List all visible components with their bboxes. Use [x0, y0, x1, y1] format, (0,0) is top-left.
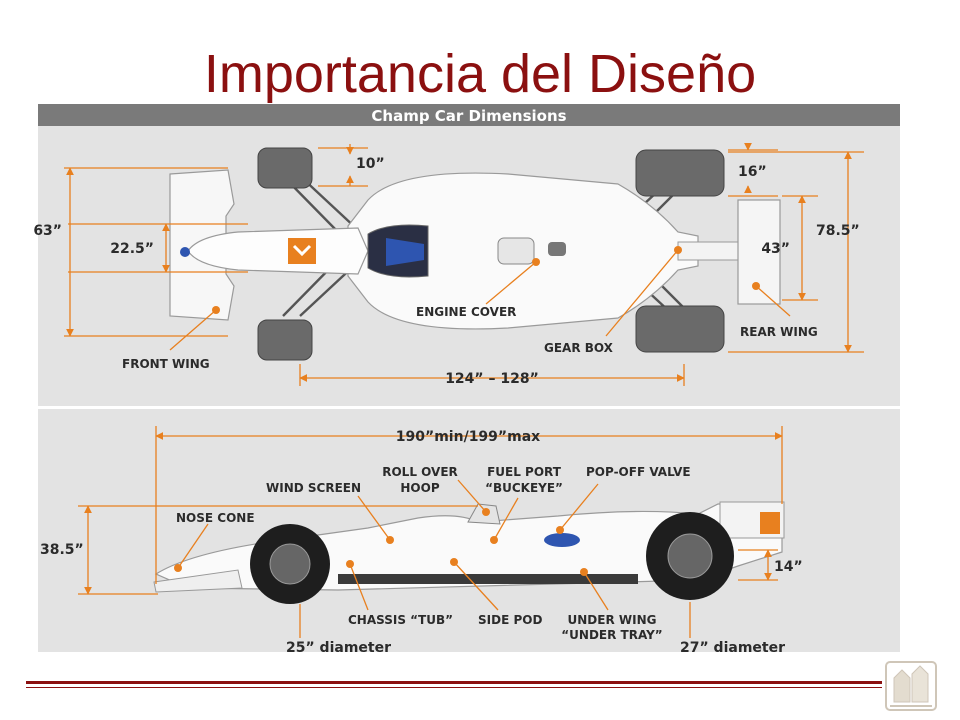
dim-rear-tire-top: 16”: [738, 164, 767, 180]
label-side-pod: SIDE POD: [478, 613, 542, 627]
label-engine-cover: ENGINE COVER: [416, 305, 516, 319]
label-gear-box: GEAR BOX: [544, 341, 614, 355]
dim-nose-width: 22.5”: [110, 241, 154, 257]
nose-badge: [180, 247, 190, 257]
label-under-wing-line1: UNDER WING: [568, 613, 657, 627]
dim-width-front: 63”: [33, 223, 62, 239]
engine-airbox: [497, 237, 535, 265]
label-roll-over-line2: HOOP: [400, 481, 439, 495]
label-fuel-port-line1: FUEL PORT: [487, 465, 562, 479]
gearbox-shape: [677, 241, 739, 261]
side-view-leader-dots: [174, 508, 588, 576]
diagram-svg: Champ Car Dimensions: [33, 104, 900, 656]
rear-right-tire: [635, 305, 725, 353]
nose-logo-mark: [292, 244, 312, 257]
slide-title: Importancia del Diseño: [203, 44, 757, 104]
driver-seat: [386, 238, 424, 266]
institution-logo-icon: [885, 661, 937, 711]
label-pop-off-valve: POP-OFF VALVE: [586, 465, 691, 479]
nose-logo: [288, 238, 316, 264]
rear-left-tire: [635, 149, 725, 197]
under-tray-shape: [338, 574, 638, 584]
top-view-dimensions: [64, 142, 864, 386]
label-rear-wing: REAR WING: [740, 325, 818, 339]
label-chassis-tub: CHASSIS “TUB”: [348, 613, 453, 627]
side-front-wing: [153, 569, 243, 593]
label-front-wing: FRONT WING: [122, 357, 210, 371]
front-left-tire: [257, 147, 313, 189]
top-view-leader-dots: [212, 246, 760, 314]
dim-rear-diameter: 27” diameter: [680, 640, 785, 656]
label-nose-cone: NOSE CONE: [176, 511, 255, 525]
front-right-tire: [257, 319, 313, 361]
footer-rule-thin: [26, 687, 882, 688]
dim-wheelbase: 124” – 128”: [445, 371, 539, 387]
top-view-car: [169, 147, 781, 361]
champ-car-diagram: Champ Car Dimensions: [33, 104, 900, 656]
front-wheel-rim: [269, 543, 311, 585]
label-under-wing-line2: “UNDER TRAY”: [561, 628, 662, 642]
panel-divider: [38, 406, 900, 409]
dim-front-tire-top: 10”: [356, 156, 385, 172]
dim-front-diameter: 25” diameter: [286, 640, 391, 656]
footer-rule-thick: [26, 681, 882, 684]
label-roll-over-line1: ROLL OVER: [382, 465, 458, 479]
side-view-dimensions: [78, 426, 783, 638]
rear-wheel-rim: [667, 533, 713, 579]
dim-under-height: 14”: [774, 559, 803, 575]
side-view-car: [153, 501, 785, 604]
label-fuel-port-line2: “BUCKEYE”: [485, 481, 563, 495]
institution-logo: [880, 652, 942, 714]
label-wind-screen: WIND SCREEN: [266, 481, 361, 495]
engine-detail: [548, 242, 566, 256]
side-rear-wing-logo: [760, 512, 780, 534]
dim-height: 38.5”: [40, 542, 84, 558]
header-bar: [38, 104, 900, 126]
ford-logo: [544, 533, 580, 547]
dim-rear-wing-width: 43”: [761, 241, 790, 257]
dim-length: 190”min/199”max: [396, 429, 540, 445]
dim-width-rear: 78.5”: [816, 223, 860, 239]
diagram-header: Champ Car Dimensions: [371, 107, 566, 125]
